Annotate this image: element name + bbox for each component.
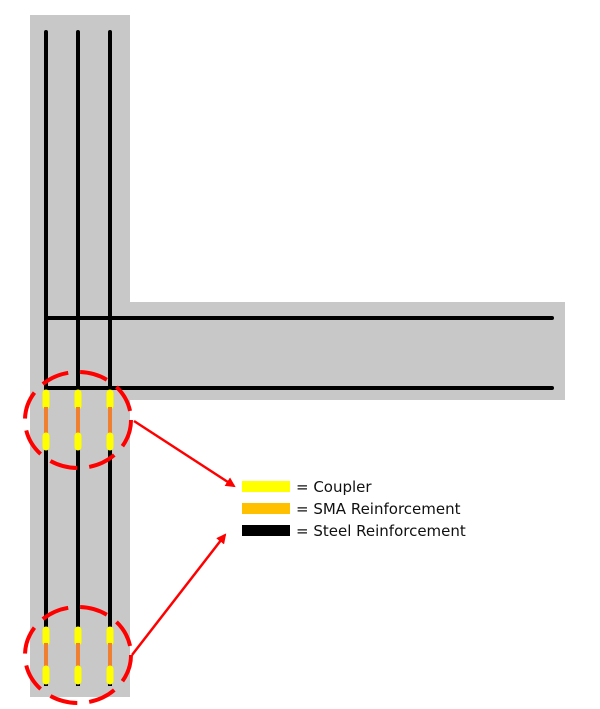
legend-swatch-sma: [242, 503, 290, 514]
legend: = Coupler = SMA Reinforcement = Steel Re…: [242, 478, 466, 540]
legend-label-coupler: = Coupler: [296, 478, 372, 496]
upper-splice-highlight: [23, 370, 133, 470]
legend-swatch-coupler: [242, 481, 290, 492]
legend-label-steel: = Steel Reinforcement: [296, 522, 466, 540]
legend-swatch-steel: [242, 525, 290, 536]
upper-arrow: [133, 419, 236, 488]
lower-splice-highlight: [23, 605, 133, 705]
legend-label-sma: = SMA Reinforcement: [296, 500, 461, 518]
lower-arrow: [131, 533, 227, 656]
